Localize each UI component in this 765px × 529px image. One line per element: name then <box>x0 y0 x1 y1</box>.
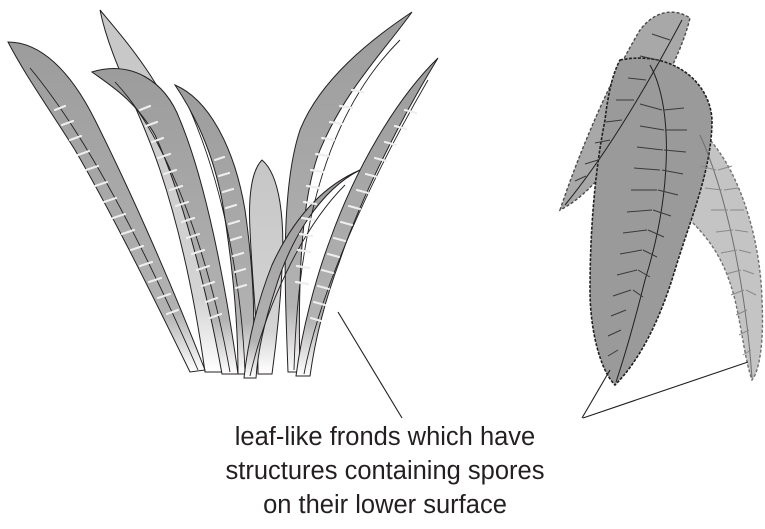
leader-line-left <box>338 312 402 418</box>
caption-line-3: on their lower surface <box>200 488 570 522</box>
caption-label: leaf-like fronds which have structures c… <box>200 420 570 522</box>
caption-line-1: leaf-like fronds which have <box>200 420 570 454</box>
label-leader-lines <box>338 312 748 418</box>
left-fern-plant <box>8 10 438 378</box>
right-fern-plant <box>560 12 763 385</box>
caption-line-2: structures containing spores <box>200 454 570 488</box>
frond-5 <box>285 12 412 372</box>
